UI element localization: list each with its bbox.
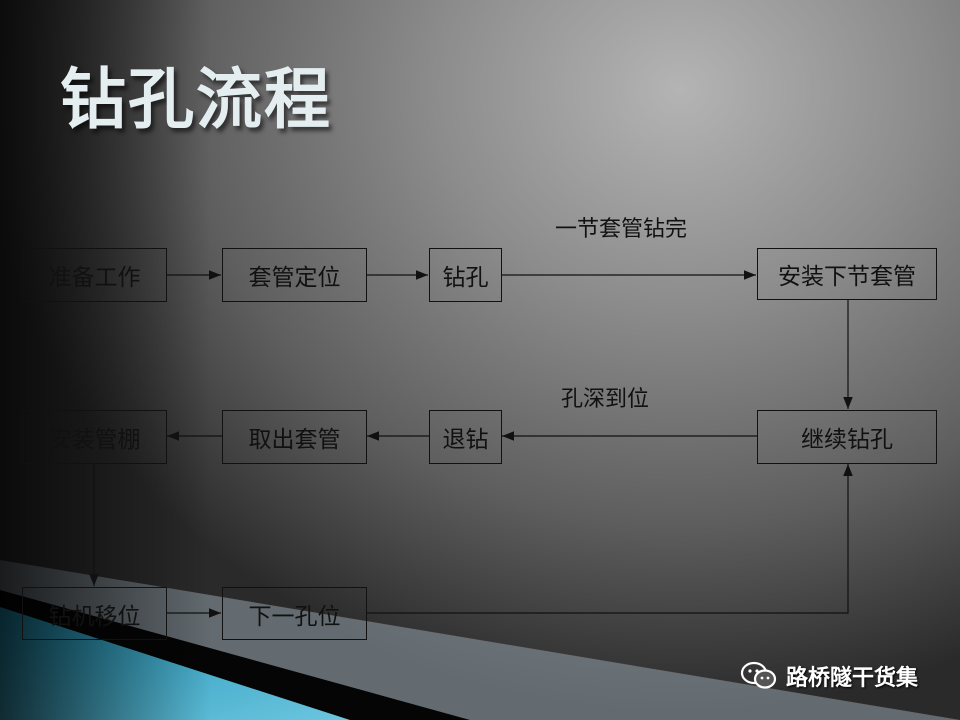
box-prepare: 准备工作 <box>22 248 167 302</box>
watermark: 路桥隧干货集 <box>740 660 918 692</box>
box-install-pipe-shed: 安装管棚 <box>22 410 167 464</box>
box-remove-casing: 取出套管 <box>222 410 367 464</box>
box-install-next-casing: 安装下节套管 <box>757 248 937 300</box>
label-depth-reached: 孔深到位 <box>561 387 650 412</box>
label-casing-done: 一节套管钻完 <box>555 217 688 242</box>
page-title: 钻孔流程 <box>60 61 332 138</box>
watermark-text: 路桥隧干货集 <box>786 666 919 691</box>
wechat-icon <box>740 661 777 689</box>
box-retract-drill: 退钻 <box>429 410 502 464</box>
box-next-hole: 下一孔位 <box>222 587 367 640</box>
box-move-rig: 钻机移位 <box>22 587 167 640</box>
box-continue-drill: 继续钻孔 <box>757 410 937 464</box>
box-casing-position: 套管定位 <box>222 248 367 302</box>
box-drill: 钻孔 <box>429 248 502 302</box>
arrow-next-to-continue <box>366 464 853 614</box>
